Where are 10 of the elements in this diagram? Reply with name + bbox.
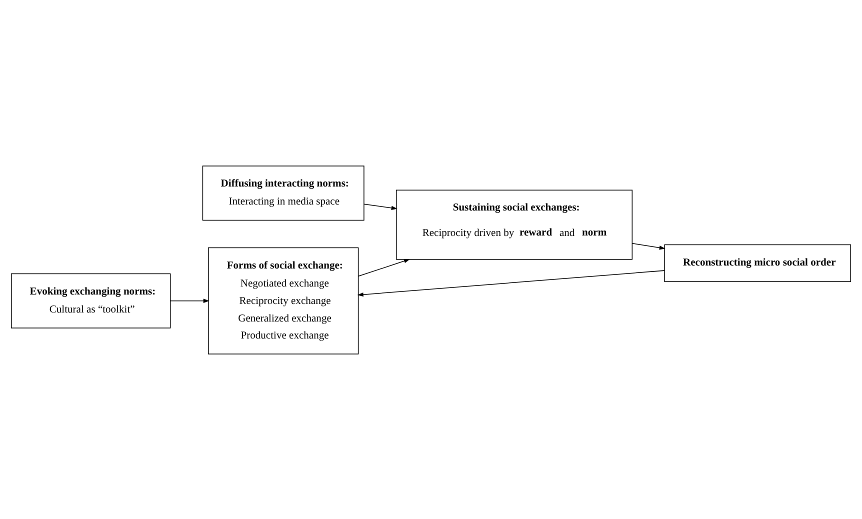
node-box: Diffusing interacting norms: Interacting in media space (202, 165, 364, 220)
node-box: Forms of social exchange: Negotiated exchange Reciprocity exchange Generalized exchange Productive exchange (208, 246, 359, 354)
arrow (632, 242, 666, 250)
arrow (170, 298, 210, 302)
arrow (358, 258, 410, 276)
node-box: Reconstructing micro social order (664, 244, 852, 282)
node-box: Evoking exchanging norms: Cultural as “toolkit” (10, 272, 171, 328)
arrow (357, 270, 665, 296)
node-box: Sustaining social exchanges: Reciprocity driven by reward and norm (396, 189, 633, 260)
arrow (364, 203, 398, 210)
